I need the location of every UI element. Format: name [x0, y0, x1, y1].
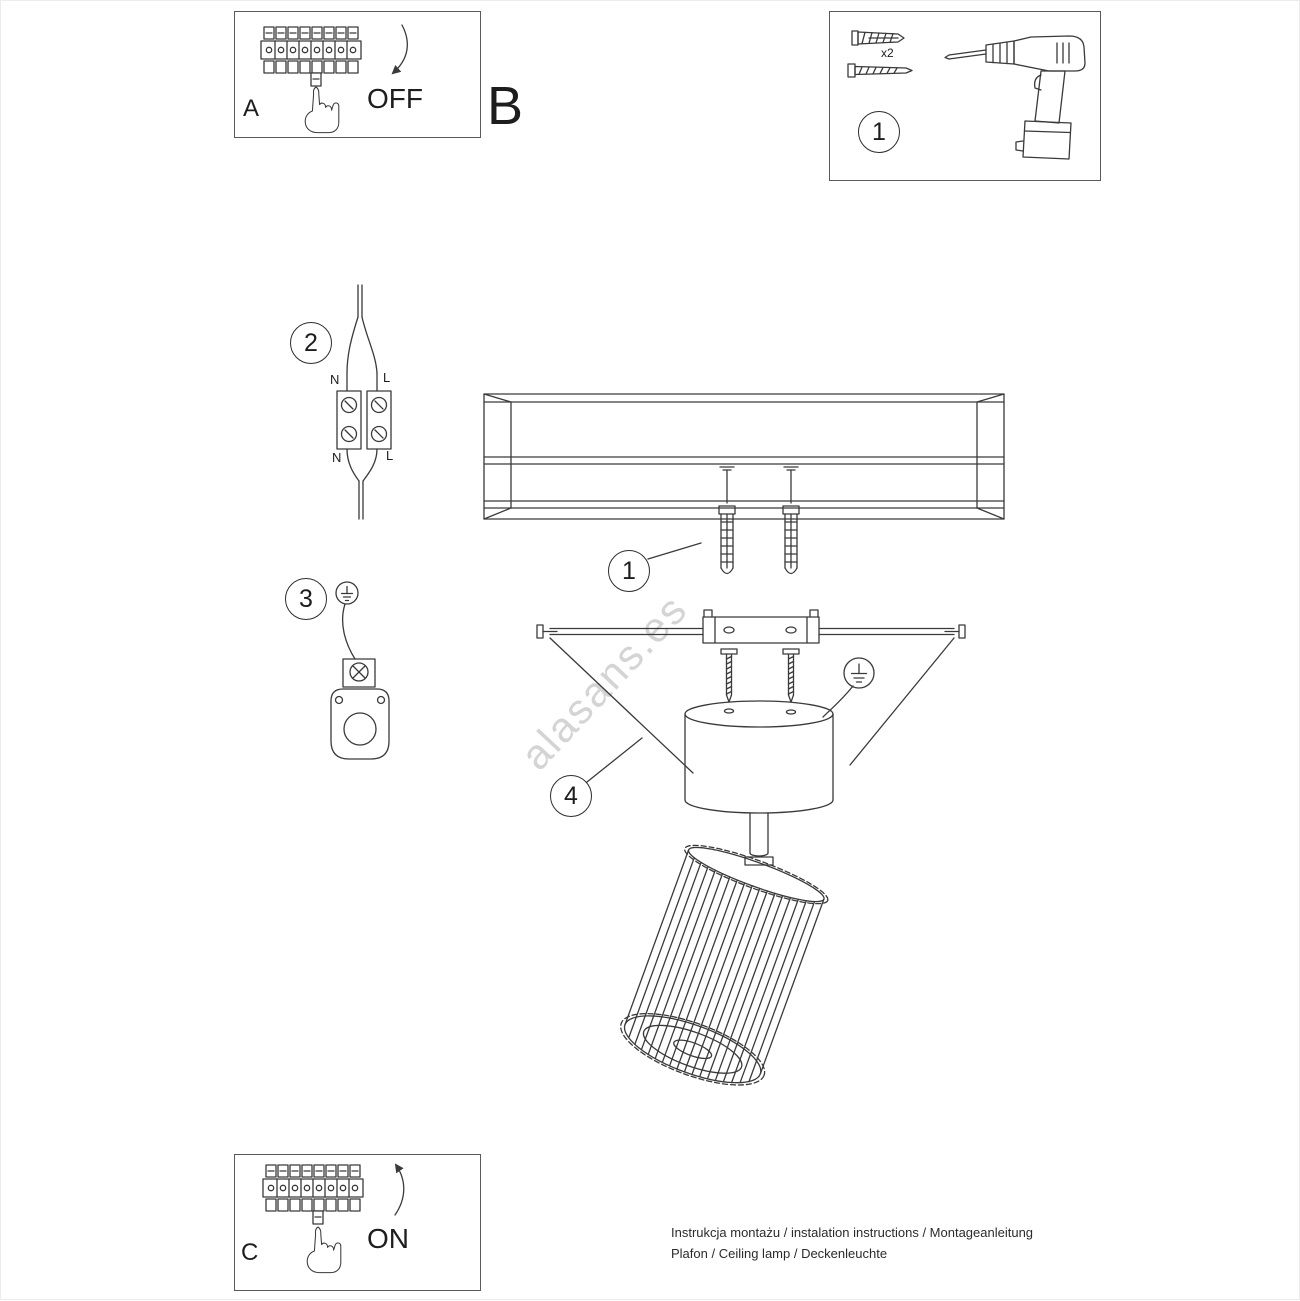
canopy-screw-left — [720, 648, 738, 703]
wall-anchor-drawing — [851, 30, 905, 46]
section-b-label: B — [487, 76, 524, 136]
ground-bracket-drawing — [330, 581, 390, 760]
mounting-bracket-drawing — [536, 609, 966, 774]
canopy-screw-right — [782, 648, 800, 703]
step1-badge: 1 — [608, 550, 650, 592]
panel-c-label: C — [241, 1239, 259, 1266]
anchor-count-label: x2 — [881, 46, 894, 60]
step2-badge: 2 — [290, 322, 332, 364]
wire-terminal-drawing — [336, 284, 392, 520]
drill-drawing — [944, 35, 1086, 160]
panel-c-state-label: ON — [367, 1223, 409, 1254]
on-arrow-icon — [394, 1163, 405, 1216]
wall-plug-left — [718, 466, 736, 575]
wire-l-bottom-label: L — [386, 448, 394, 463]
ground-symbol — [822, 657, 875, 718]
wire-l-top-label: L — [383, 370, 391, 385]
step4-leader-line — [586, 737, 643, 783]
breaker-panel-a — [260, 26, 362, 87]
step4-badge: 4 — [550, 775, 592, 817]
breaker-panel-c — [262, 1164, 364, 1225]
wire-n-bottom-label: N — [332, 450, 342, 465]
wire-n-top-label: N — [330, 372, 340, 387]
panel-a-box — [234, 11, 481, 138]
step3-badge: 3 — [285, 578, 327, 620]
footer-product-line: Plafon / Ceiling lamp / Deckenleuchte — [671, 1246, 888, 1261]
hand-icon-c — [306, 1226, 342, 1274]
wall-plug-right — [782, 466, 800, 575]
step1-leader-line — [647, 542, 702, 560]
panel-a-state-label: OFF — [367, 83, 423, 114]
shade-drawing — [620, 844, 829, 1086]
panel-a-label: A — [243, 95, 260, 122]
tools-box — [829, 11, 1101, 181]
mounting-rail-drawing — [483, 393, 1005, 520]
footer-instructions-line: Instrukcja montażu / instalation instruc… — [671, 1225, 1034, 1240]
screw-drawing — [847, 63, 913, 78]
panel-c-box — [234, 1154, 481, 1291]
tools-step-badge: 1 — [858, 111, 900, 153]
canopy-drawing — [684, 700, 834, 866]
hand-icon-a — [304, 86, 340, 134]
off-arrow-icon — [391, 24, 408, 75]
